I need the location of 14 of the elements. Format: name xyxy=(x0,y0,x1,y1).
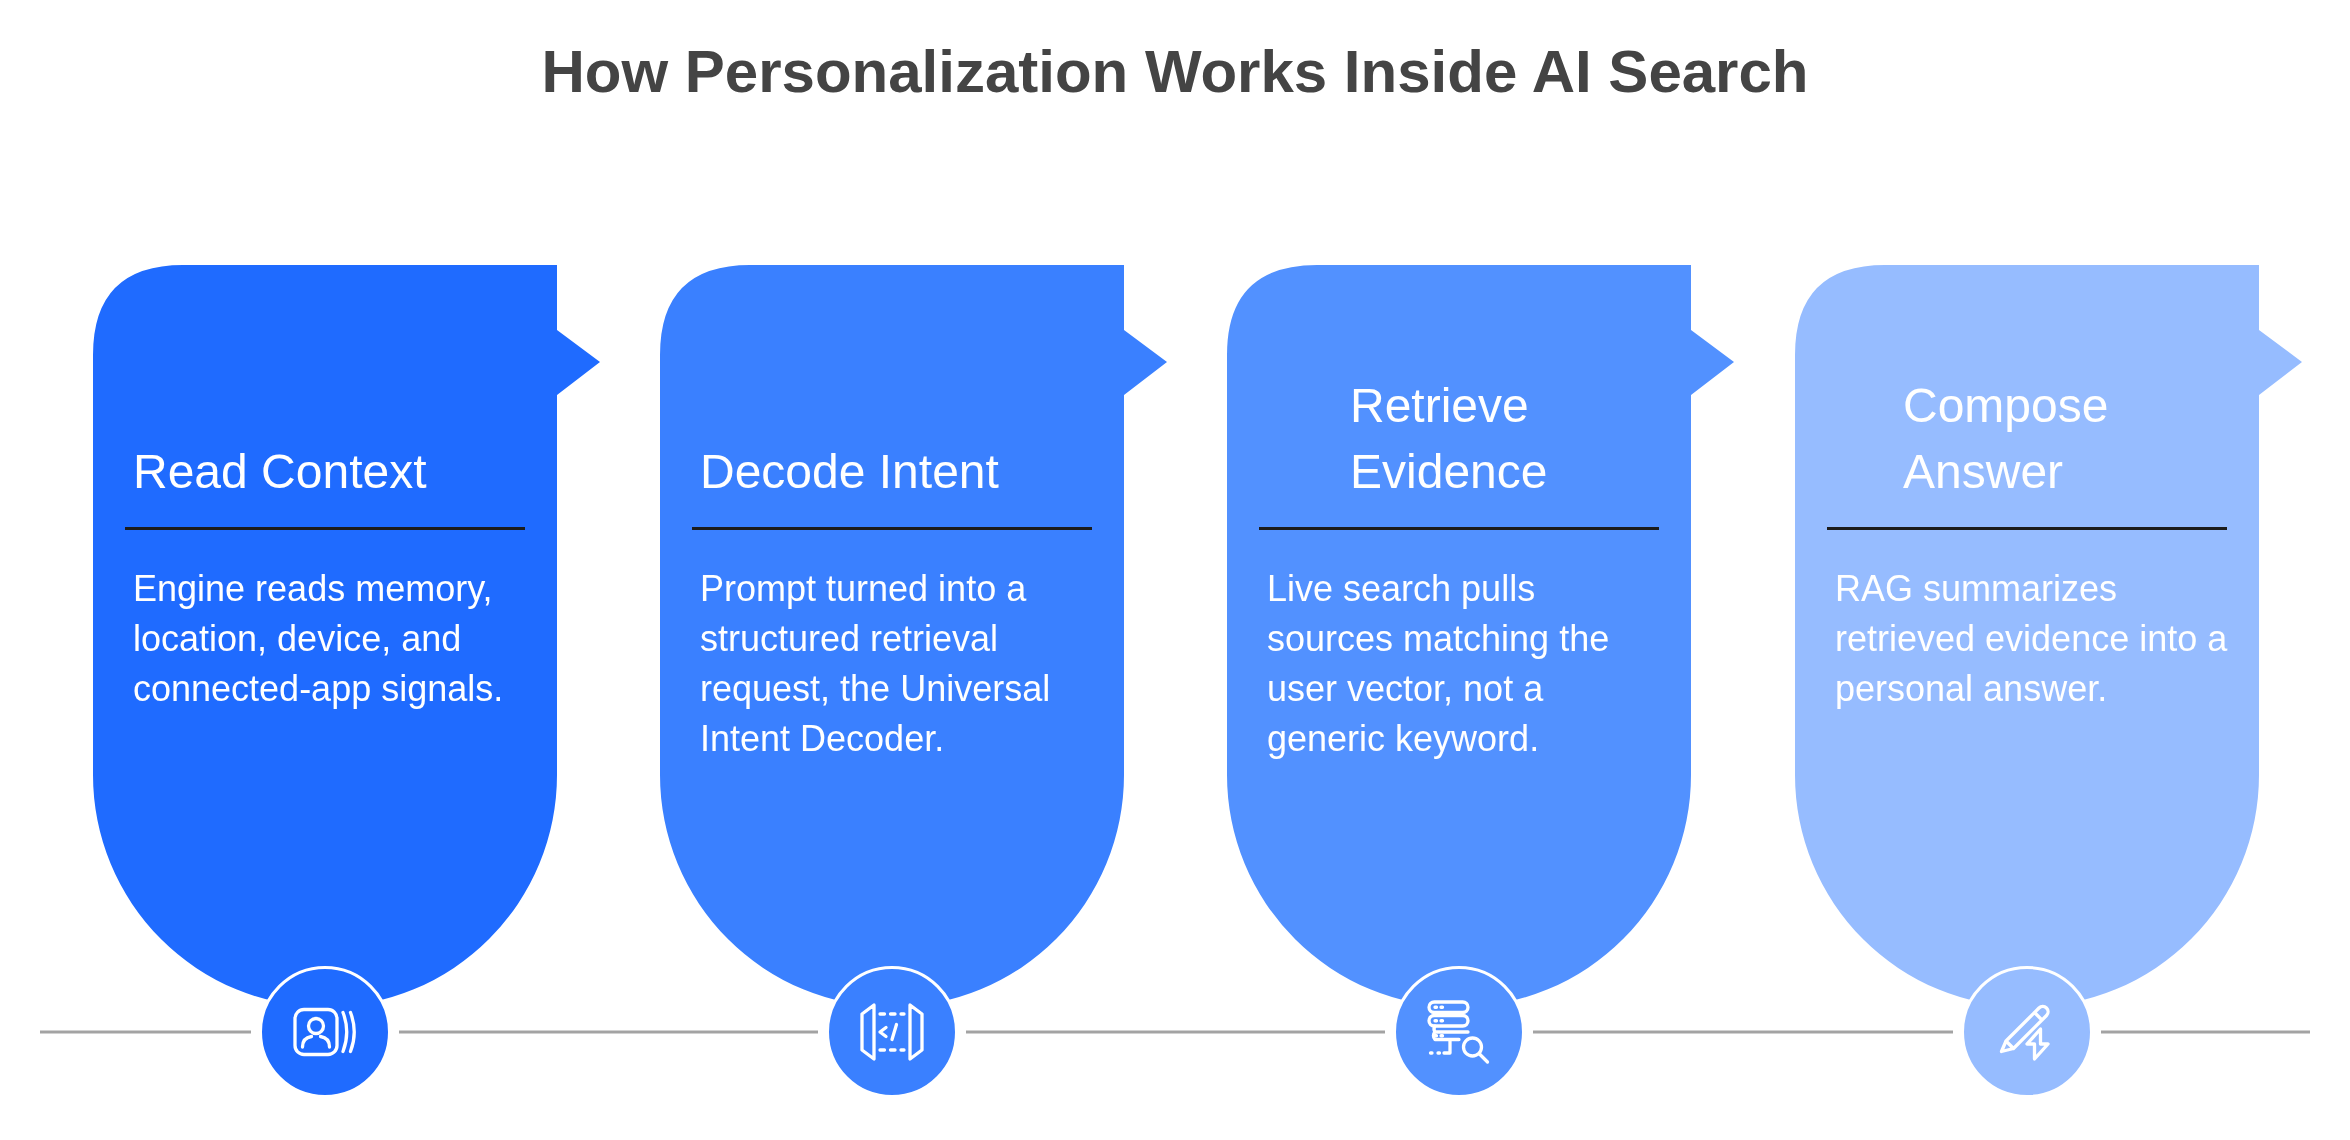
title: How Personalization Works Inside AI Search xyxy=(540,37,1810,107)
step-heading: Read Context xyxy=(133,444,428,500)
step-description: Prompt turned into a structured retrieval request, the Universal Intent Decoder. xyxy=(700,567,1052,761)
step-description: Live search pulls sources matching the user vector, not a generic keyword. xyxy=(1267,567,1611,761)
timeline-line xyxy=(966,1030,1385,1034)
timeline-line xyxy=(399,1030,818,1034)
step-description: RAG summarizes retrieved evidence into a personal answer. xyxy=(1835,567,2229,711)
step-heading: Retrieve Evidence xyxy=(1350,378,1549,500)
step-description: Engine reads memory, location, device, and connected-app signals. xyxy=(133,567,505,711)
timeline-line xyxy=(40,1030,251,1034)
step-heading: Compose Answer xyxy=(1903,378,2110,500)
step-heading: Decode Intent xyxy=(700,444,1000,500)
timeline-line xyxy=(2101,1030,2310,1034)
timeline-line xyxy=(1533,1030,1953,1034)
